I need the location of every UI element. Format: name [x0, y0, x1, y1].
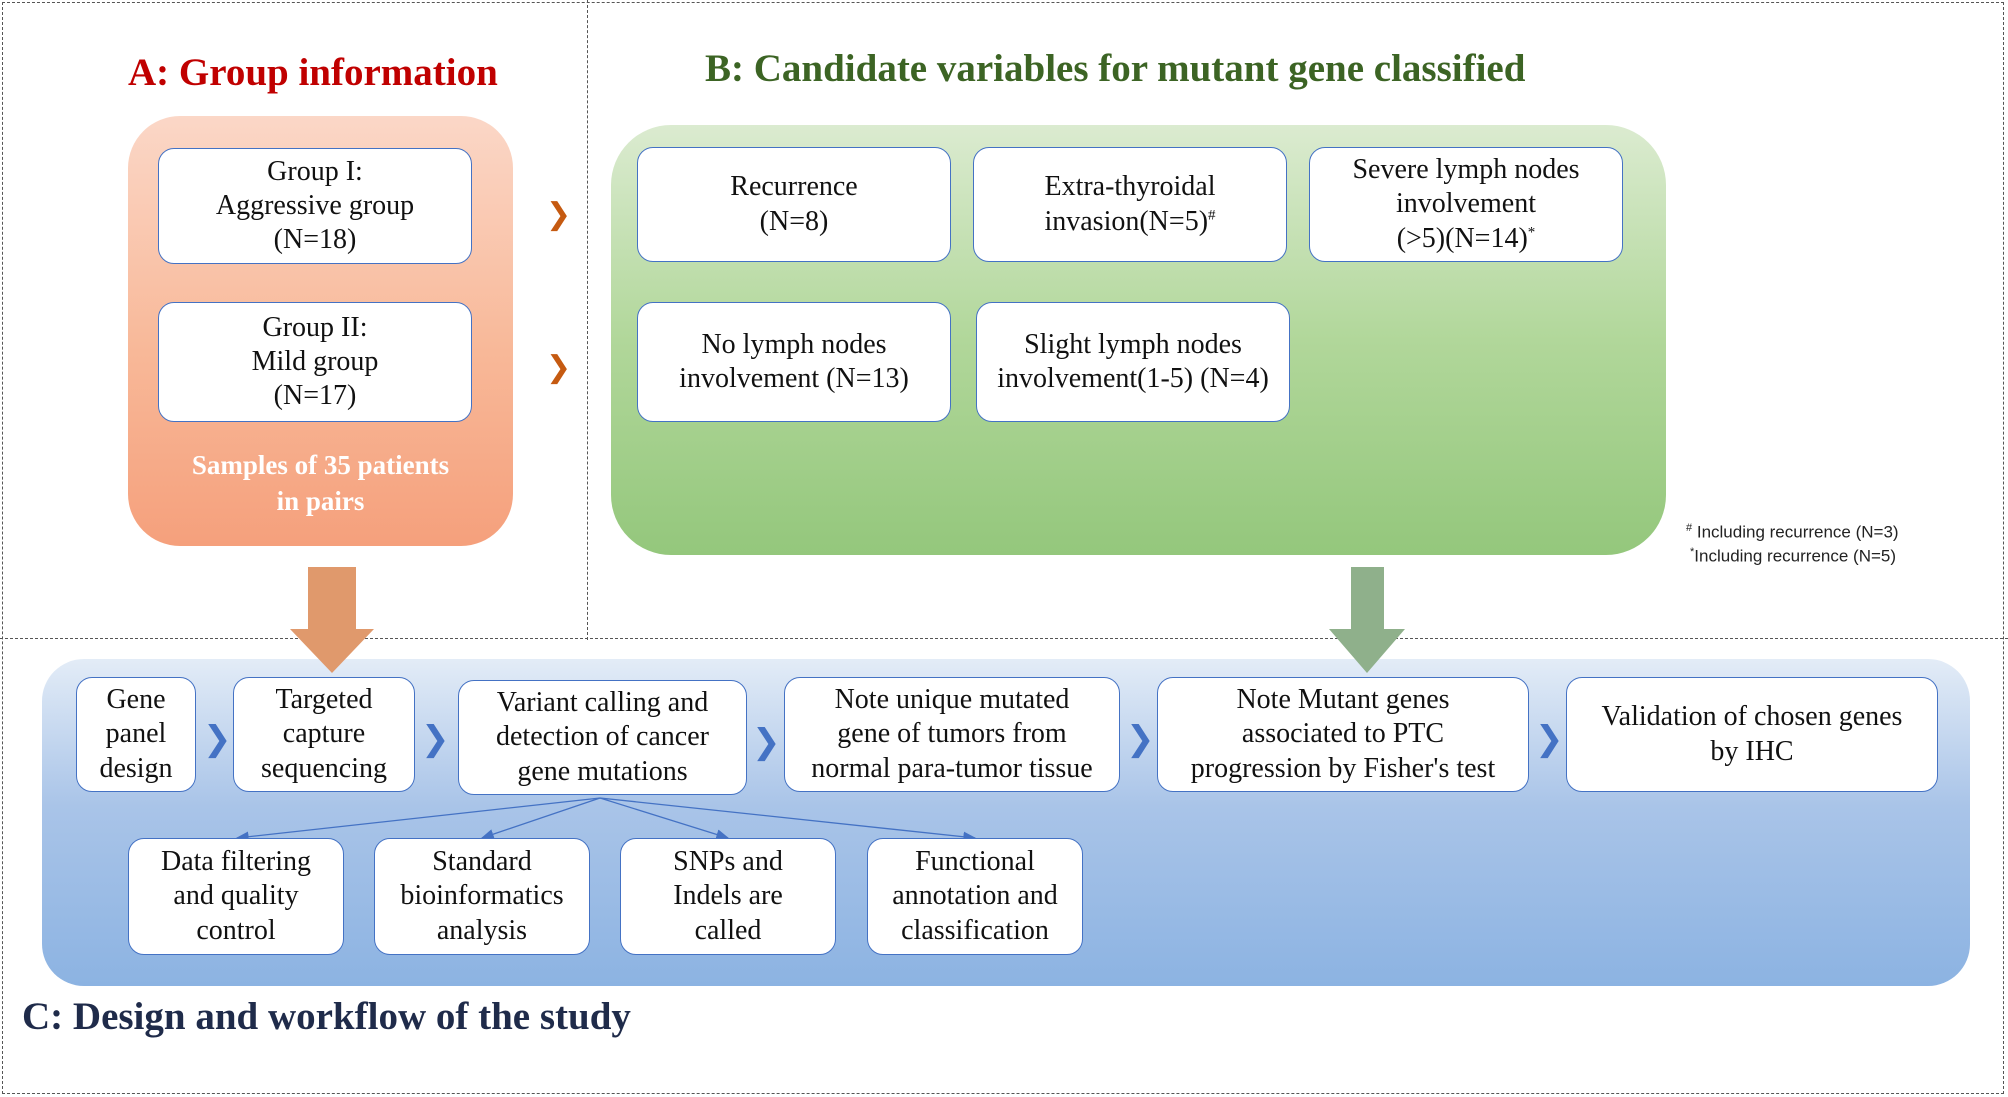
connector-standard — [480, 797, 601, 840]
footnote-asterisk: *Including recurrence (N=5) — [1690, 546, 1897, 566]
note-unique-line-3: normal para-tumor tissue — [811, 752, 1093, 784]
standard-line-3: analysis — [436, 914, 528, 946]
note-mutant-line-3: progression by Fisher's test — [1190, 752, 1496, 784]
recurrence-count: (N=8) — [759, 205, 829, 237]
validation-line-1: Validation of chosen genes — [1601, 701, 1903, 733]
chevron-right-icon: ❯ — [1535, 719, 1564, 759]
data-filtering-box: Data filtering and quality control — [128, 838, 344, 955]
standard-line-1: Standard — [432, 846, 532, 878]
chevron-right-icon: ❯ — [546, 197, 572, 232]
footnote-hash: # Including recurrence (N=3) — [1686, 522, 1899, 542]
severe-lymph-involvement: involvement — [1396, 188, 1536, 220]
slight-lymph-count: involvement(1-5) (N=4) — [997, 363, 1269, 394]
connector-functional — [599, 797, 977, 842]
note-unique-box: Note unique mutated gene of tumors from … — [784, 677, 1120, 792]
note-mutant-line-2: associated to PTC — [1241, 718, 1445, 750]
functional-annotation-box: Functional annotation and classification — [867, 838, 1083, 955]
slight-lymph-label: Slight lymph nodes — [1024, 328, 1242, 360]
targeted-capture-box: Targeted capture sequencing — [233, 677, 415, 792]
connector-snps — [599, 797, 730, 840]
functional-line-2: annotation and — [892, 880, 1058, 912]
vertical-divider — [587, 0, 588, 640]
asterisk-mark: * — [1527, 224, 1536, 241]
chevron-right-icon: ❯ — [1126, 719, 1155, 759]
no-lymph-label: No lymph nodes — [701, 328, 887, 360]
data-filtering-line-2: and quality — [173, 880, 299, 912]
extra-thyroidal-label: Extra-thyroidal — [1044, 171, 1216, 203]
chevron-right-icon: ❯ — [203, 719, 232, 759]
samples-line-2: in pairs — [276, 485, 365, 516]
variant-line-1: Variant calling and — [496, 687, 709, 719]
variant-line-2: detection of cancer — [496, 721, 709, 753]
severe-lymph-box: Severe lymph nodes involvement (>5)(N=14… — [1309, 147, 1623, 262]
snps-line-3: called — [694, 914, 762, 946]
group-2-label: Group II: — [262, 311, 368, 343]
section-b-title: B: Candidate variables for mutant gene c… — [705, 47, 1526, 90]
down-arrow-orange — [290, 567, 374, 673]
samples-caption: Samples of 35 patients in pairs — [128, 448, 513, 519]
section-a-title: A: Group information — [128, 51, 498, 94]
variant-calling-box: Variant calling and detection of cancer … — [458, 680, 747, 795]
section-c-title: C: Design and workflow of the study — [22, 995, 631, 1038]
no-lymph-box: No lymph nodes involvement (N=13) — [637, 302, 951, 422]
data-filtering-line-3: control — [196, 914, 276, 946]
hash-mark: # — [1208, 207, 1216, 224]
chevron-right-icon: ❯ — [546, 350, 572, 385]
standard-bioinformatics-box: Standard bioinformatics analysis — [374, 838, 590, 955]
horizontal-divider — [0, 638, 2008, 639]
snps-indels-box: SNPs and Indels are called — [620, 838, 836, 955]
group-1-name: Aggressive group — [215, 189, 415, 221]
group-2-box: Group II: Mild group (N=17) — [158, 302, 472, 422]
gene-panel-line-2: panel — [105, 718, 167, 750]
chevron-right-icon: ❯ — [421, 719, 450, 759]
down-arrow-green — [1329, 567, 1405, 673]
targeted-line-2: capture — [282, 718, 366, 750]
group-1-label: Group I: — [267, 155, 363, 187]
gene-panel-line-3: design — [99, 752, 173, 784]
gene-panel-box: Gene panel design — [76, 677, 196, 792]
chevron-right-icon: ❯ — [752, 722, 781, 762]
snps-line-2: Indels are — [673, 880, 783, 912]
targeted-line-1: Targeted — [275, 684, 373, 716]
targeted-line-3: sequencing — [261, 752, 387, 784]
note-mutant-line-1: Note Mutant genes — [1236, 684, 1450, 716]
note-unique-line-2: gene of tumors from — [837, 718, 1067, 750]
snps-line-1: SNPs and — [673, 846, 783, 878]
recurrence-label: Recurrence — [730, 171, 858, 203]
validation-box: Validation of chosen genes by IHC — [1566, 677, 1938, 792]
extra-thyroidal-count: invasion(N=5)# — [1044, 205, 1216, 237]
group-1-count: (N=18) — [273, 224, 357, 256]
functional-line-3: classification — [901, 914, 1049, 946]
standard-line-2: bioinformatics — [400, 880, 564, 912]
no-lymph-count: involvement (N=13) — [679, 363, 909, 394]
functional-line-1: Functional — [915, 846, 1035, 878]
variant-line-3: gene mutations — [517, 755, 688, 787]
note-mutant-box: Note Mutant genes associated to PTC prog… — [1157, 677, 1529, 792]
group-2-count: (N=17) — [273, 380, 357, 412]
slight-lymph-box: Slight lymph nodes involvement(1-5) (N=4… — [976, 302, 1290, 422]
note-unique-line-1: Note unique mutated — [834, 684, 1070, 716]
gene-panel-line-1: Gene — [106, 684, 166, 716]
connector-data-filtering — [235, 797, 601, 842]
samples-line-1: Samples of 35 patients — [191, 450, 450, 480]
extra-thyroidal-box: Extra-thyroidal invasion(N=5)# — [973, 147, 1287, 262]
group-2-name: Mild group — [251, 345, 379, 377]
severe-lymph-label: Severe lymph nodes — [1352, 154, 1580, 186]
data-filtering-line-1: Data filtering — [160, 846, 312, 878]
validation-line-2: by IHC — [1710, 735, 1794, 767]
recurrence-box: Recurrence (N=8) — [637, 147, 951, 262]
severe-lymph-count: (>5)(N=14)* — [1396, 222, 1536, 254]
group-1-box: Group I: Aggressive group (N=18) — [158, 148, 472, 264]
